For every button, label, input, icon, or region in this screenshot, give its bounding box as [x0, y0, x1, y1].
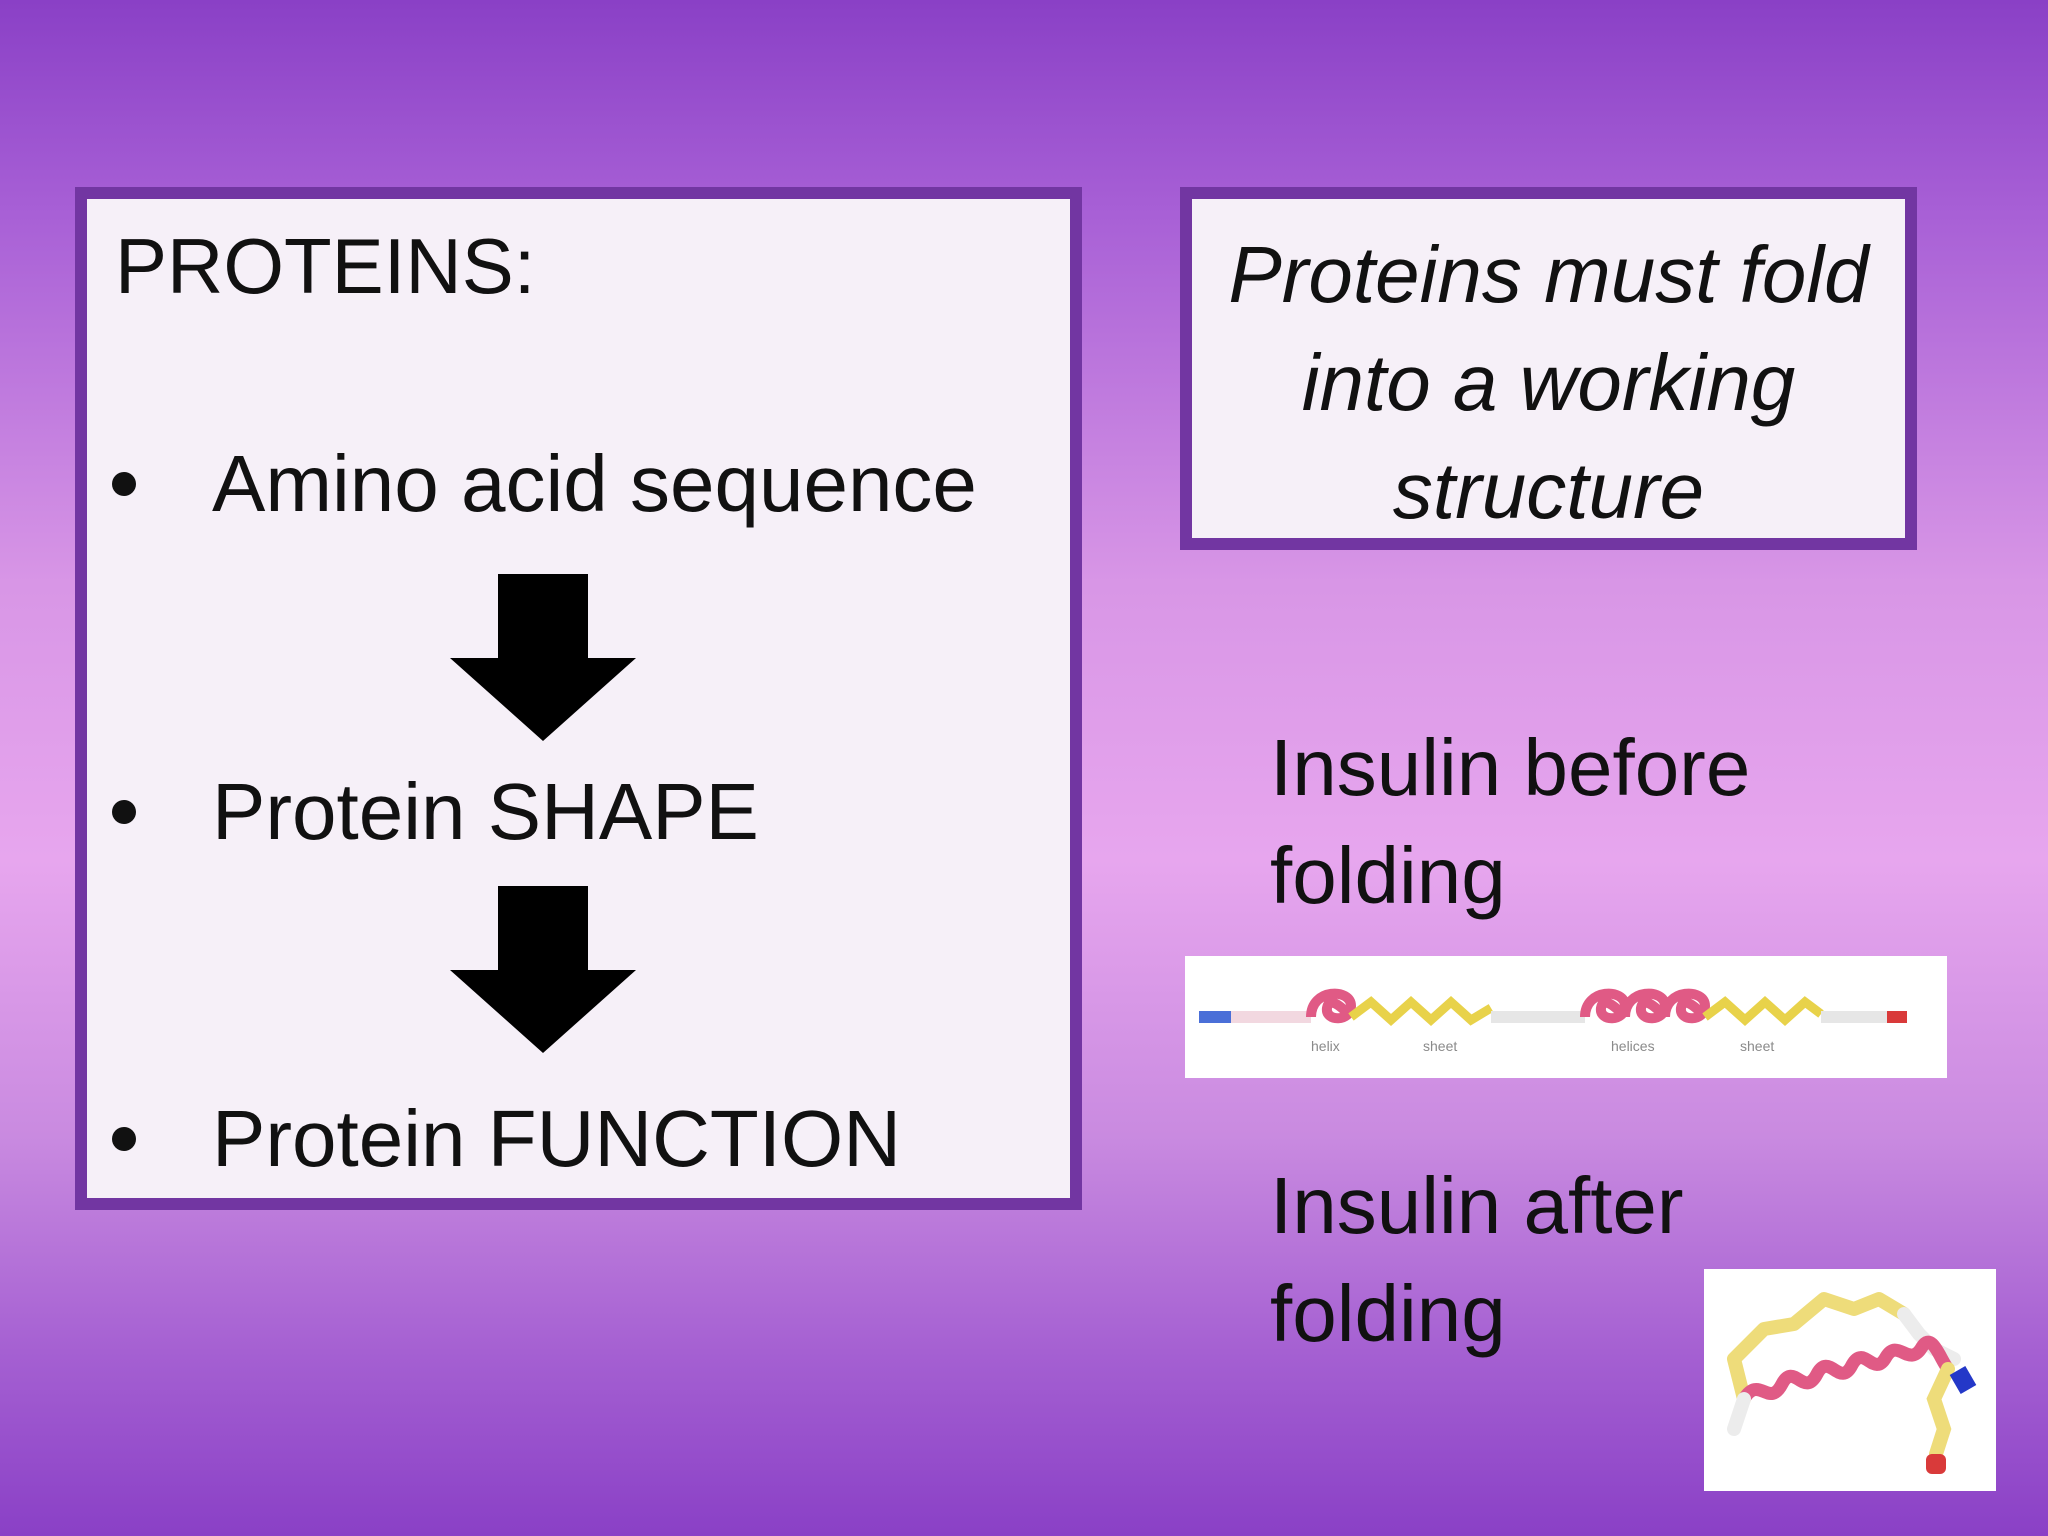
bullet-dot-icon: [112, 471, 136, 496]
chain-segment: [1821, 1011, 1887, 1023]
start-cap: [1199, 1011, 1231, 1023]
bullet-text: Amino acid sequence: [212, 439, 977, 528]
insulin-before-label: Insulin before folding: [1270, 714, 1830, 930]
insulin-after-label: Insulin after folding: [1270, 1152, 1830, 1368]
label-line: folding: [1270, 831, 1506, 920]
folding-callout-box: Proteins must fold into a working struct…: [1180, 187, 1917, 550]
bullet-protein-shape: Protein SHAPE: [112, 772, 759, 852]
strip-label: helices: [1611, 1038, 1655, 1054]
label-line: folding: [1270, 1269, 1506, 1358]
folded-sheet-strand: [1727, 1292, 1911, 1406]
strip-label: sheet: [1423, 1038, 1457, 1054]
start-terminus: [1949, 1365, 1977, 1395]
proteins-box: PROTEINS: Amino acid sequence Protein SH…: [75, 187, 1082, 1210]
folding-callout-text: Proteins must fold into a working struct…: [1192, 221, 1905, 545]
folded-yellow-strand: [1926, 1362, 1955, 1461]
down-arrow-icon: [450, 886, 636, 1053]
bullet-amino-acid-sequence: Amino acid sequence: [112, 444, 977, 524]
bullet-text: Protein FUNCTION: [212, 1094, 901, 1183]
strip-label: helix: [1311, 1038, 1340, 1054]
bullet-protein-function: Protein FUNCTION: [112, 1099, 901, 1179]
bullet-text: Protein SHAPE: [212, 767, 759, 856]
sheet-zigzag: [1348, 995, 1494, 1027]
strip-label: sheet: [1740, 1038, 1774, 1054]
callout-line: structure: [1392, 446, 1705, 535]
unfolded-insulin-diagram: helix sheet helices sheet: [1185, 956, 1947, 1078]
proteins-heading: PROTEINS:: [115, 222, 536, 310]
chain-segment: [1231, 1011, 1311, 1023]
chain-segment: [1491, 1011, 1585, 1023]
helix-coil: [1306, 988, 1357, 1024]
label-line: Insulin before: [1270, 723, 1751, 812]
bullet-dot-icon: [112, 799, 136, 824]
folded-insulin-model: [1704, 1269, 1996, 1491]
callout-line: into a working: [1301, 338, 1796, 427]
folded-helix: [1737, 1335, 1955, 1406]
folded-white-strand: [1727, 1392, 1751, 1436]
bullet-dot-icon: [112, 1126, 136, 1151]
end-terminus: [1926, 1454, 1946, 1474]
sheet-zigzag: [1702, 995, 1824, 1027]
callout-line: Proteins must fold: [1228, 230, 1869, 319]
helices-coil: [1580, 988, 1711, 1024]
label-line: Insulin after: [1270, 1161, 1684, 1250]
end-cap: [1887, 1011, 1907, 1023]
down-arrow-icon: [450, 574, 636, 741]
